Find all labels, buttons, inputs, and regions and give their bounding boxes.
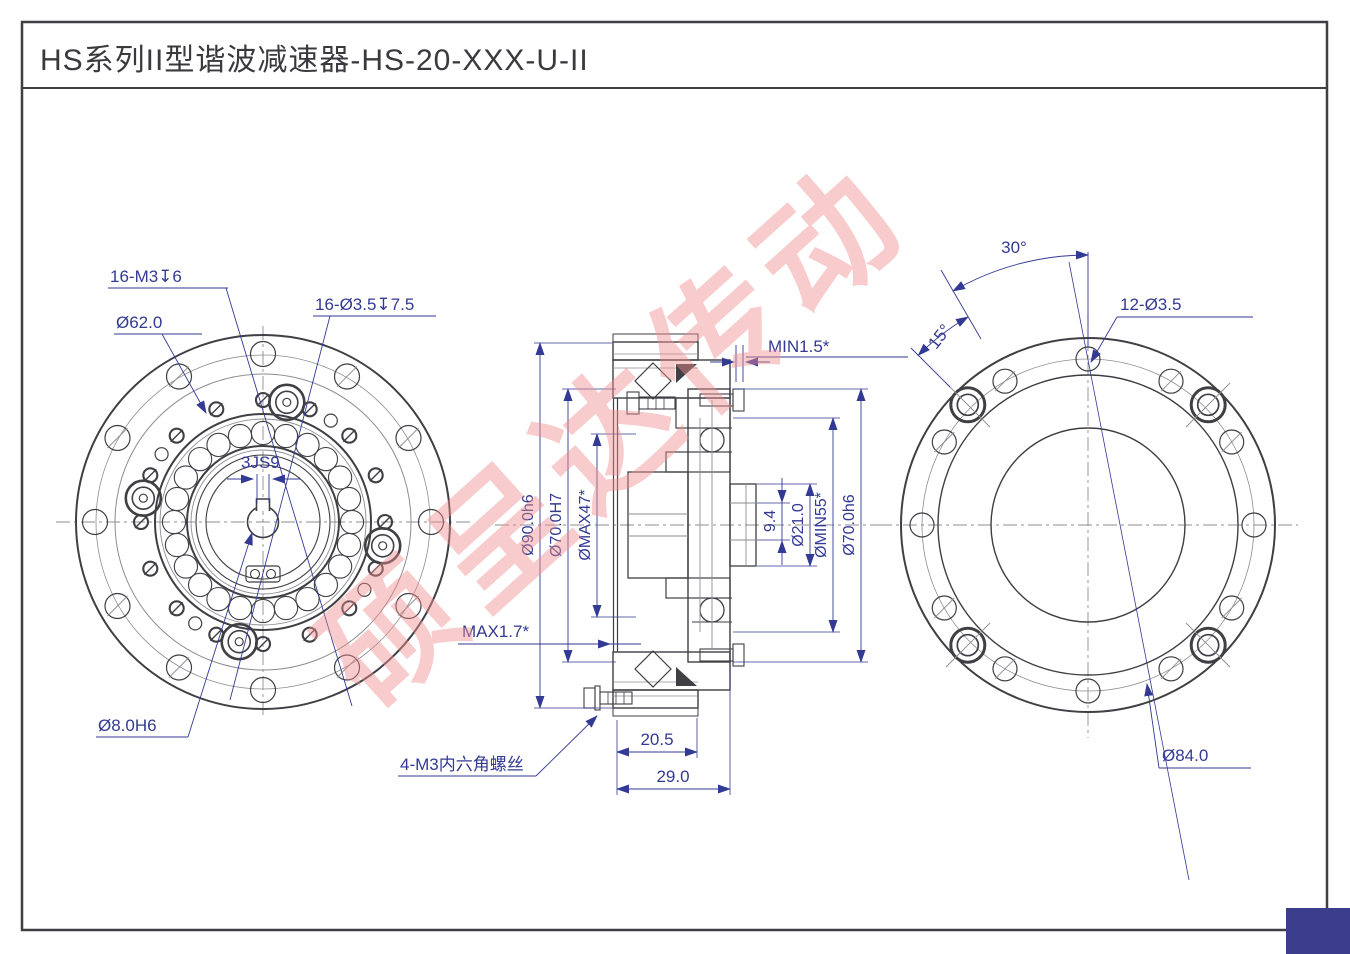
front-view-cap-screws <box>124 383 402 661</box>
drawing-title: HS系列II型谐波减速器-HS-20-XXX-U-II <box>40 44 589 77</box>
front-view-outer-holes <box>81 340 445 704</box>
label-counterbore-holes: 16-Ø3.5↧7.5 <box>315 295 414 314</box>
label-keyway: 3JS9 <box>241 453 280 472</box>
label-max-gap: MAX1.7* <box>462 622 529 641</box>
front-view-hub <box>195 454 331 590</box>
front-view-centerlines <box>56 326 470 718</box>
front-view-flange <box>75 334 451 710</box>
back-view-centerlines <box>878 312 1298 738</box>
sheet-frame: HS系列II型谐波减速器-HS-20-XXX-U-II <box>20 20 1350 954</box>
label-bolt-circle-84: Ø84.0 <box>1162 746 1208 765</box>
label-holes-12: 12-Ø3.5 <box>1120 295 1181 314</box>
back-view: 30° 15° 12-Ø3.5 Ø84.0 <box>878 238 1298 881</box>
back-view-cap-screws <box>945 382 1231 668</box>
watermark-text: 硕呈达传动 <box>291 132 937 736</box>
label-min-gap: MIN1.5* <box>768 337 830 356</box>
label-bore-8h6: Ø8.0H6 <box>98 716 157 735</box>
label-angle-15: 15° <box>924 321 955 353</box>
label-min55: ØMIN55* <box>813 492 830 558</box>
label-boss-width: 9.4 <box>762 510 779 532</box>
label-flange-od: Ø90.0h6 <box>520 494 537 555</box>
label-bolt-circle-62: Ø62.0 <box>116 313 162 332</box>
front-view-annotations: 16-M3↧6 16-Ø3.5↧7.5 Ø62.0 3JS9 Ø8.0H6 <box>96 267 436 738</box>
label-thread-holes: 16-M3↧6 <box>110 267 182 286</box>
corner-square <box>1286 908 1350 954</box>
label-screw-note: 4-M3内六角螺丝 <box>400 755 524 774</box>
front-view: 16-M3↧6 16-Ø3.5↧7.5 Ø62.0 3JS9 Ø8.0H6 <box>56 267 470 738</box>
label-angle-30: 30° <box>1001 238 1027 257</box>
section-body <box>583 333 757 717</box>
section-dimensions: MIN1.5* Ø90.0h6 Ø70.0H7 ØMAX47* 9.4 Ø21.… <box>398 337 908 795</box>
back-view-annotations: 30° 15° 12-Ø3.5 Ø84.0 <box>910 238 1253 881</box>
construction-line <box>1068 261 1190 881</box>
back-view-holes <box>909 346 1267 704</box>
label-hub-od: Ø70.0h6 <box>841 494 858 555</box>
label-max47: ØMAX47* <box>577 489 594 560</box>
label-boss-dia: Ø21.0 <box>790 503 807 547</box>
label-length-partial: 20.5 <box>640 730 673 749</box>
section-view: MIN1.5* Ø90.0h6 Ø70.0H7 ØMAX47* 9.4 Ø21.… <box>398 333 908 795</box>
border <box>20 20 1329 932</box>
label-bore-h7: Ø70.0H7 <box>548 493 565 557</box>
label-length-total: 29.0 <box>656 767 689 786</box>
